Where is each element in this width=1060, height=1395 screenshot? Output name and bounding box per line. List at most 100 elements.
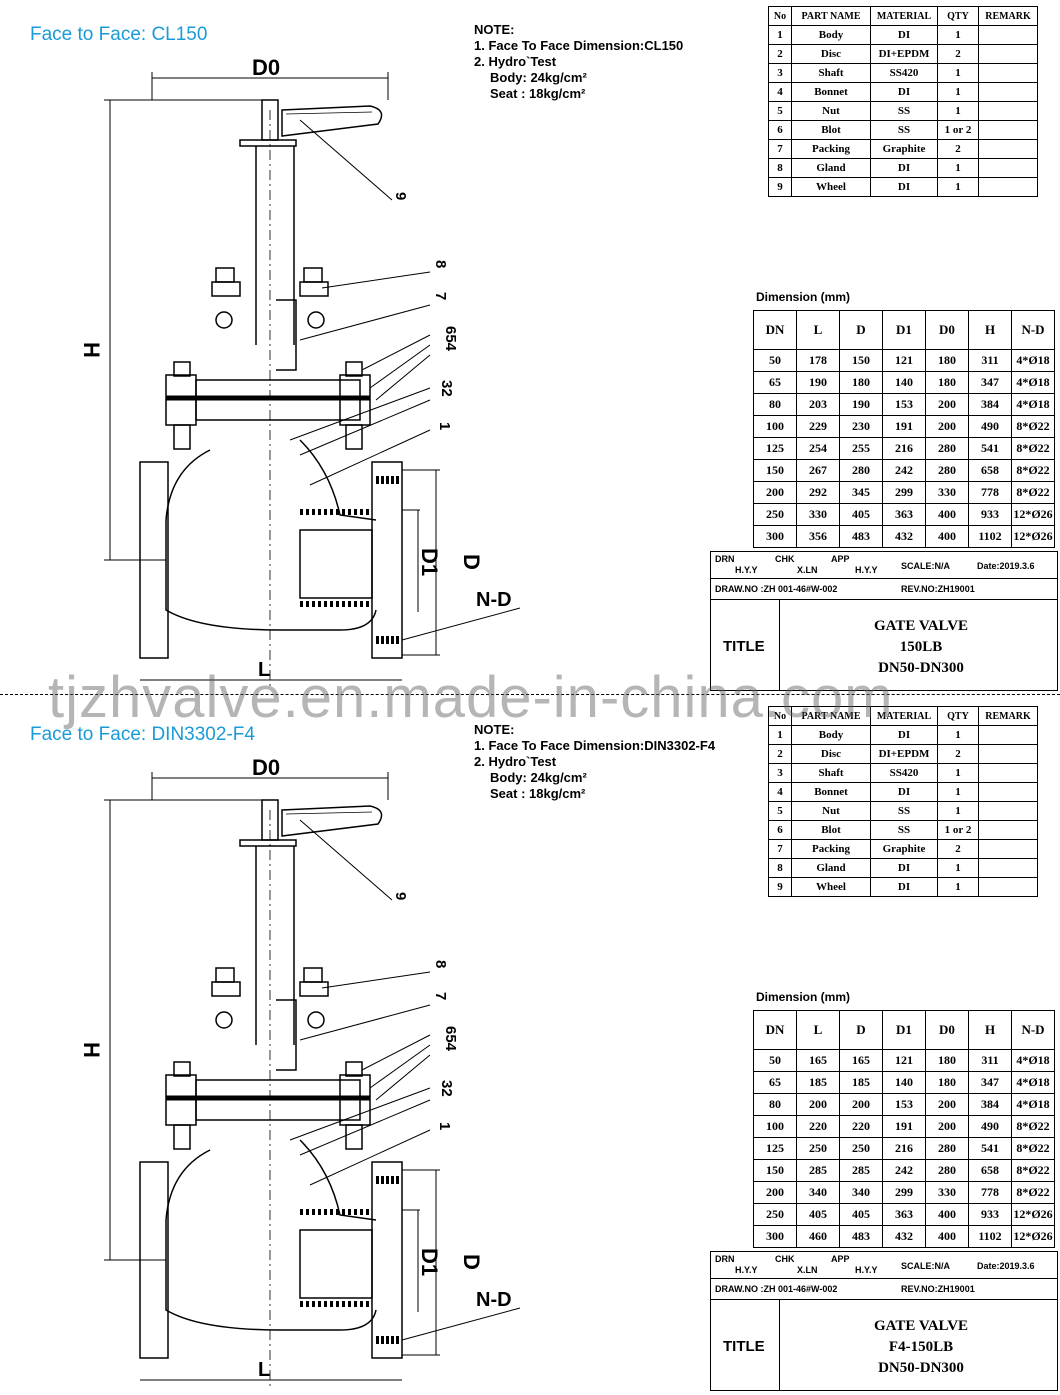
table-cell: 490 [968, 1115, 1012, 1138]
table-cell: DI [870, 858, 938, 878]
table-cell [978, 25, 1038, 45]
table-cell: 1 [937, 725, 979, 745]
table-cell: Packing [791, 139, 871, 159]
dim-label-l: L [258, 659, 270, 681]
table-cell: 153 [882, 1093, 926, 1116]
notes-line: Body: 24kg/cm² [490, 770, 587, 785]
table-cell: 4*Ø18 [1011, 371, 1055, 394]
header-cell: D [839, 310, 883, 350]
title-block-signoff-row: DRN H.Y.Y CHK X.LN APP H.Y.Y SCALE:N/A D… [711, 552, 1057, 579]
chk-label: CHK [775, 1254, 795, 1264]
table-cell: 1102 [968, 525, 1012, 548]
table-cell: 5 [768, 801, 792, 821]
callout-1: 1 [436, 1122, 453, 1130]
callout-32: 32 [438, 380, 455, 397]
title-line: DN50-DN300 [878, 660, 964, 676]
table-cell: 1 [768, 25, 792, 45]
table-cell: Body [791, 25, 871, 45]
table-cell: 347 [968, 371, 1012, 394]
dim-label-h: H [79, 342, 104, 358]
table-cell: 150 [753, 459, 797, 482]
table-cell: 250 [796, 1137, 840, 1160]
table-cell: 300 [753, 1225, 797, 1248]
table-cell: 1 [937, 801, 979, 821]
table-cell: 8 [768, 858, 792, 878]
callout-8: 8 [432, 960, 449, 968]
table-cell [978, 839, 1038, 859]
table-cell: 280 [839, 459, 883, 482]
table-cell: 230 [839, 415, 883, 438]
table-cell: 285 [839, 1159, 883, 1182]
table-cell [978, 725, 1038, 745]
table-cell [978, 158, 1038, 178]
table-cell: 8*Ø22 [1011, 415, 1055, 438]
table-cell: Disc [791, 44, 871, 64]
table-cell: 1 or 2 [937, 120, 979, 140]
table-cell [978, 858, 1038, 878]
table-cell: 121 [882, 1049, 926, 1072]
header-cell: DN [753, 310, 797, 350]
chk-value: X.LN [797, 565, 818, 575]
table-cell: 190 [796, 371, 840, 394]
table-cell [978, 44, 1038, 64]
table-cell: Bonnet [791, 782, 871, 802]
table-cell [978, 877, 1038, 897]
table-cell [978, 763, 1038, 783]
table-cell: 8*Ø22 [1011, 459, 1055, 482]
table-cell: DI+EPDM [870, 744, 938, 764]
table-cell: 330 [796, 503, 840, 526]
table-cell: 12*Ø26 [1011, 503, 1055, 526]
table-cell: 100 [753, 415, 797, 438]
table-cell: SS [870, 101, 938, 121]
callout-654: 654 [442, 1026, 459, 1052]
table-cell: 483 [839, 1225, 883, 1248]
table-cell: 267 [796, 459, 840, 482]
date-text: Date:2019.3.6 [977, 561, 1035, 571]
table-cell: 311 [968, 1049, 1012, 1072]
title-label: TITLE [723, 1338, 765, 1355]
table-cell: 229 [796, 415, 840, 438]
header-cell: D0 [925, 1010, 969, 1050]
table-cell: 200 [796, 1093, 840, 1116]
dimension-title: Dimension (mm) [756, 290, 851, 304]
table-cell: 150 [753, 1159, 797, 1182]
title-block: DRN H.Y.Y CHK X.LN APP H.Y.Y SCALE:N/A D… [710, 1251, 1058, 1391]
table-cell: 1 or 2 [937, 820, 979, 840]
table-cell: 65 [753, 371, 797, 394]
table-cell: 4 [768, 82, 792, 102]
table-cell: 4*Ø18 [1011, 393, 1055, 416]
table-cell: 250 [753, 1203, 797, 1226]
callout-654: 654 [442, 326, 459, 352]
title-line: GATE VALVE [873, 618, 969, 634]
table-cell: 300 [753, 525, 797, 548]
table-cell: 432 [882, 1225, 926, 1248]
header-cell: No [768, 6, 792, 26]
table-cell: 280 [925, 1137, 969, 1160]
table-cell: Graphite [870, 139, 938, 159]
table-cell: 347 [968, 1071, 1012, 1094]
table-cell: 299 [882, 1181, 926, 1204]
table-header-row: DN L D D1 D0 H N-D [753, 310, 1055, 350]
table-cell: Graphite [870, 839, 938, 859]
notes-line: 2. Hydro`Test [474, 54, 557, 69]
dim-label-d: D [459, 1254, 484, 1270]
notes-line: 1. Face To Face Dimension:CL150 [474, 38, 684, 53]
table-cell: 311 [968, 349, 1012, 372]
valve-drawing: D0 H D1 D N-D L 9 8 7 654 32 1 [79, 55, 521, 690]
table-cell: 200 [925, 415, 969, 438]
chk-label: CHK [775, 554, 795, 564]
table-cell: 121 [882, 349, 926, 372]
